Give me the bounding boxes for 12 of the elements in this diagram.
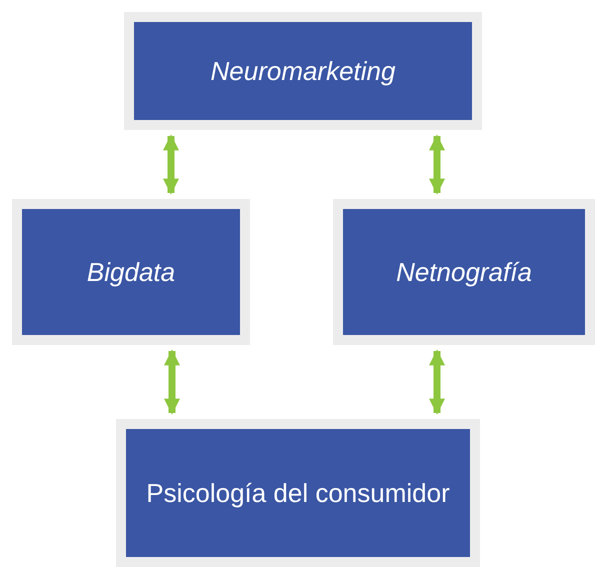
- process-box: [116, 419, 480, 567]
- process-box: [12, 199, 250, 345]
- double-arrow: [163, 134, 179, 195]
- box-label: Psicología del consumidor: [146, 477, 450, 510]
- box-label: Netnografía: [396, 256, 532, 289]
- double-arrow: [429, 349, 445, 415]
- box-label: Neuromarketing: [210, 55, 396, 88]
- process-box: [333, 199, 595, 345]
- process-box: [124, 12, 482, 130]
- box-label: Bigdata: [86, 256, 176, 289]
- double-arrow: [429, 134, 445, 195]
- double-arrow: [164, 349, 180, 415]
